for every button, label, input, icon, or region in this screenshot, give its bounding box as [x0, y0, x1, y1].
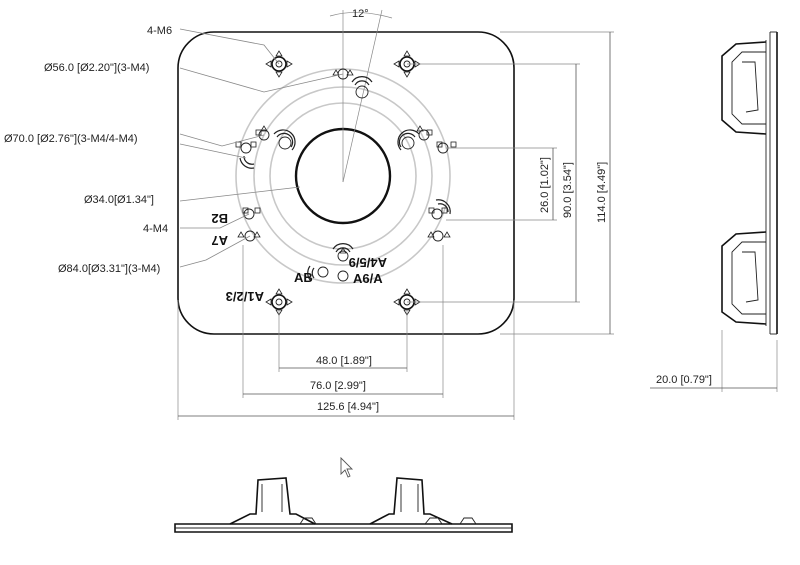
side-view: 20.0 [0.79"]	[650, 31, 778, 392]
angle-arc	[329, 12, 393, 19]
label-w76: 76.0 [2.99"]	[310, 380, 366, 392]
callout-leaders	[179, 28, 344, 268]
mark-ab: AB	[294, 270, 313, 285]
top-view: 12°	[4, 8, 614, 420]
m6-holes	[271, 56, 415, 310]
label-d34: Ø34.0[Ø1.34"]	[84, 194, 154, 206]
label-w125: 125.6 [4.94"]	[317, 401, 379, 413]
label-m6: 4-M6	[147, 25, 172, 37]
mark-b2: B2	[211, 211, 228, 226]
mark-a7: A7	[211, 233, 228, 248]
label-h26: 26.0 [1.02"]	[539, 157, 551, 213]
mark-a459: A4/5/9	[349, 255, 387, 270]
angle-label: 12°	[352, 8, 369, 20]
label-d56: Ø56.0 [Ø2.20"](3-M4)	[44, 62, 149, 74]
plate-outline	[177, 31, 515, 335]
wave-marks	[239, 76, 451, 281]
label-w48: 48.0 [1.89"]	[316, 355, 372, 367]
vertical-dimensions	[407, 31, 614, 335]
label-t20: 20.0 [0.79"]	[656, 374, 712, 386]
mark-a123: A1/2/3	[226, 289, 264, 304]
square-marks	[235, 129, 457, 214]
label-h90: 90.0 [3.54"]	[562, 162, 574, 218]
label-d70: Ø70.0 [Ø2.76"](3-M4/4-M4)	[4, 133, 138, 145]
mouse-cursor-icon	[340, 456, 354, 478]
front-view	[174, 477, 513, 533]
mark-a6a: A6/A	[353, 271, 383, 286]
horizontal-dimensions	[177, 245, 515, 420]
angled-axis-line	[342, 9, 383, 183]
label-m4: 4-M4	[143, 223, 168, 235]
label-h114: 114.0 [4.49"]	[596, 162, 608, 223]
label-d84: Ø84.0[Ø3.31"](3-M4)	[58, 263, 160, 275]
ring-triangle-marks	[237, 69, 451, 254]
